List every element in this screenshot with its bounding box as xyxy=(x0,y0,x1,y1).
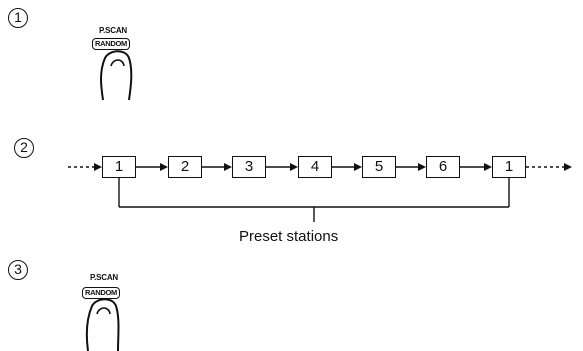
station-box-6: 6 xyxy=(426,156,460,178)
station-box-1: 1 xyxy=(102,156,136,178)
arrow-right-icon xyxy=(224,163,232,171)
step-1-button-top-label: P.SCAN xyxy=(99,26,127,35)
step-3-number: 3 xyxy=(8,260,28,280)
step-1-number: 1 xyxy=(8,8,28,28)
step-3-button-top-label: P.SCAN xyxy=(90,273,118,282)
arrow-right-icon xyxy=(160,163,168,171)
arrow-right-icon xyxy=(564,163,572,171)
finger-press-icon xyxy=(100,50,133,101)
arrow-right-icon xyxy=(484,163,492,171)
arrow-right-icon xyxy=(290,163,298,171)
finger-press-icon xyxy=(85,298,120,351)
step-1-random-button: RANDOM xyxy=(92,38,130,50)
station-box-1-repeat: 1 xyxy=(492,156,526,178)
arrow-right-icon xyxy=(354,163,362,171)
preset-stations-caption: Preset stations xyxy=(239,228,339,245)
station-box-2: 2 xyxy=(168,156,202,178)
station-box-3: 3 xyxy=(232,156,266,178)
step-3-random-button: RANDOM xyxy=(82,287,120,299)
step-2-number: 2 xyxy=(14,138,34,158)
station-box-4: 4 xyxy=(298,156,332,178)
station-box-5: 5 xyxy=(362,156,396,178)
arrow-right-icon xyxy=(418,163,426,171)
arrow-right-icon xyxy=(94,163,102,171)
